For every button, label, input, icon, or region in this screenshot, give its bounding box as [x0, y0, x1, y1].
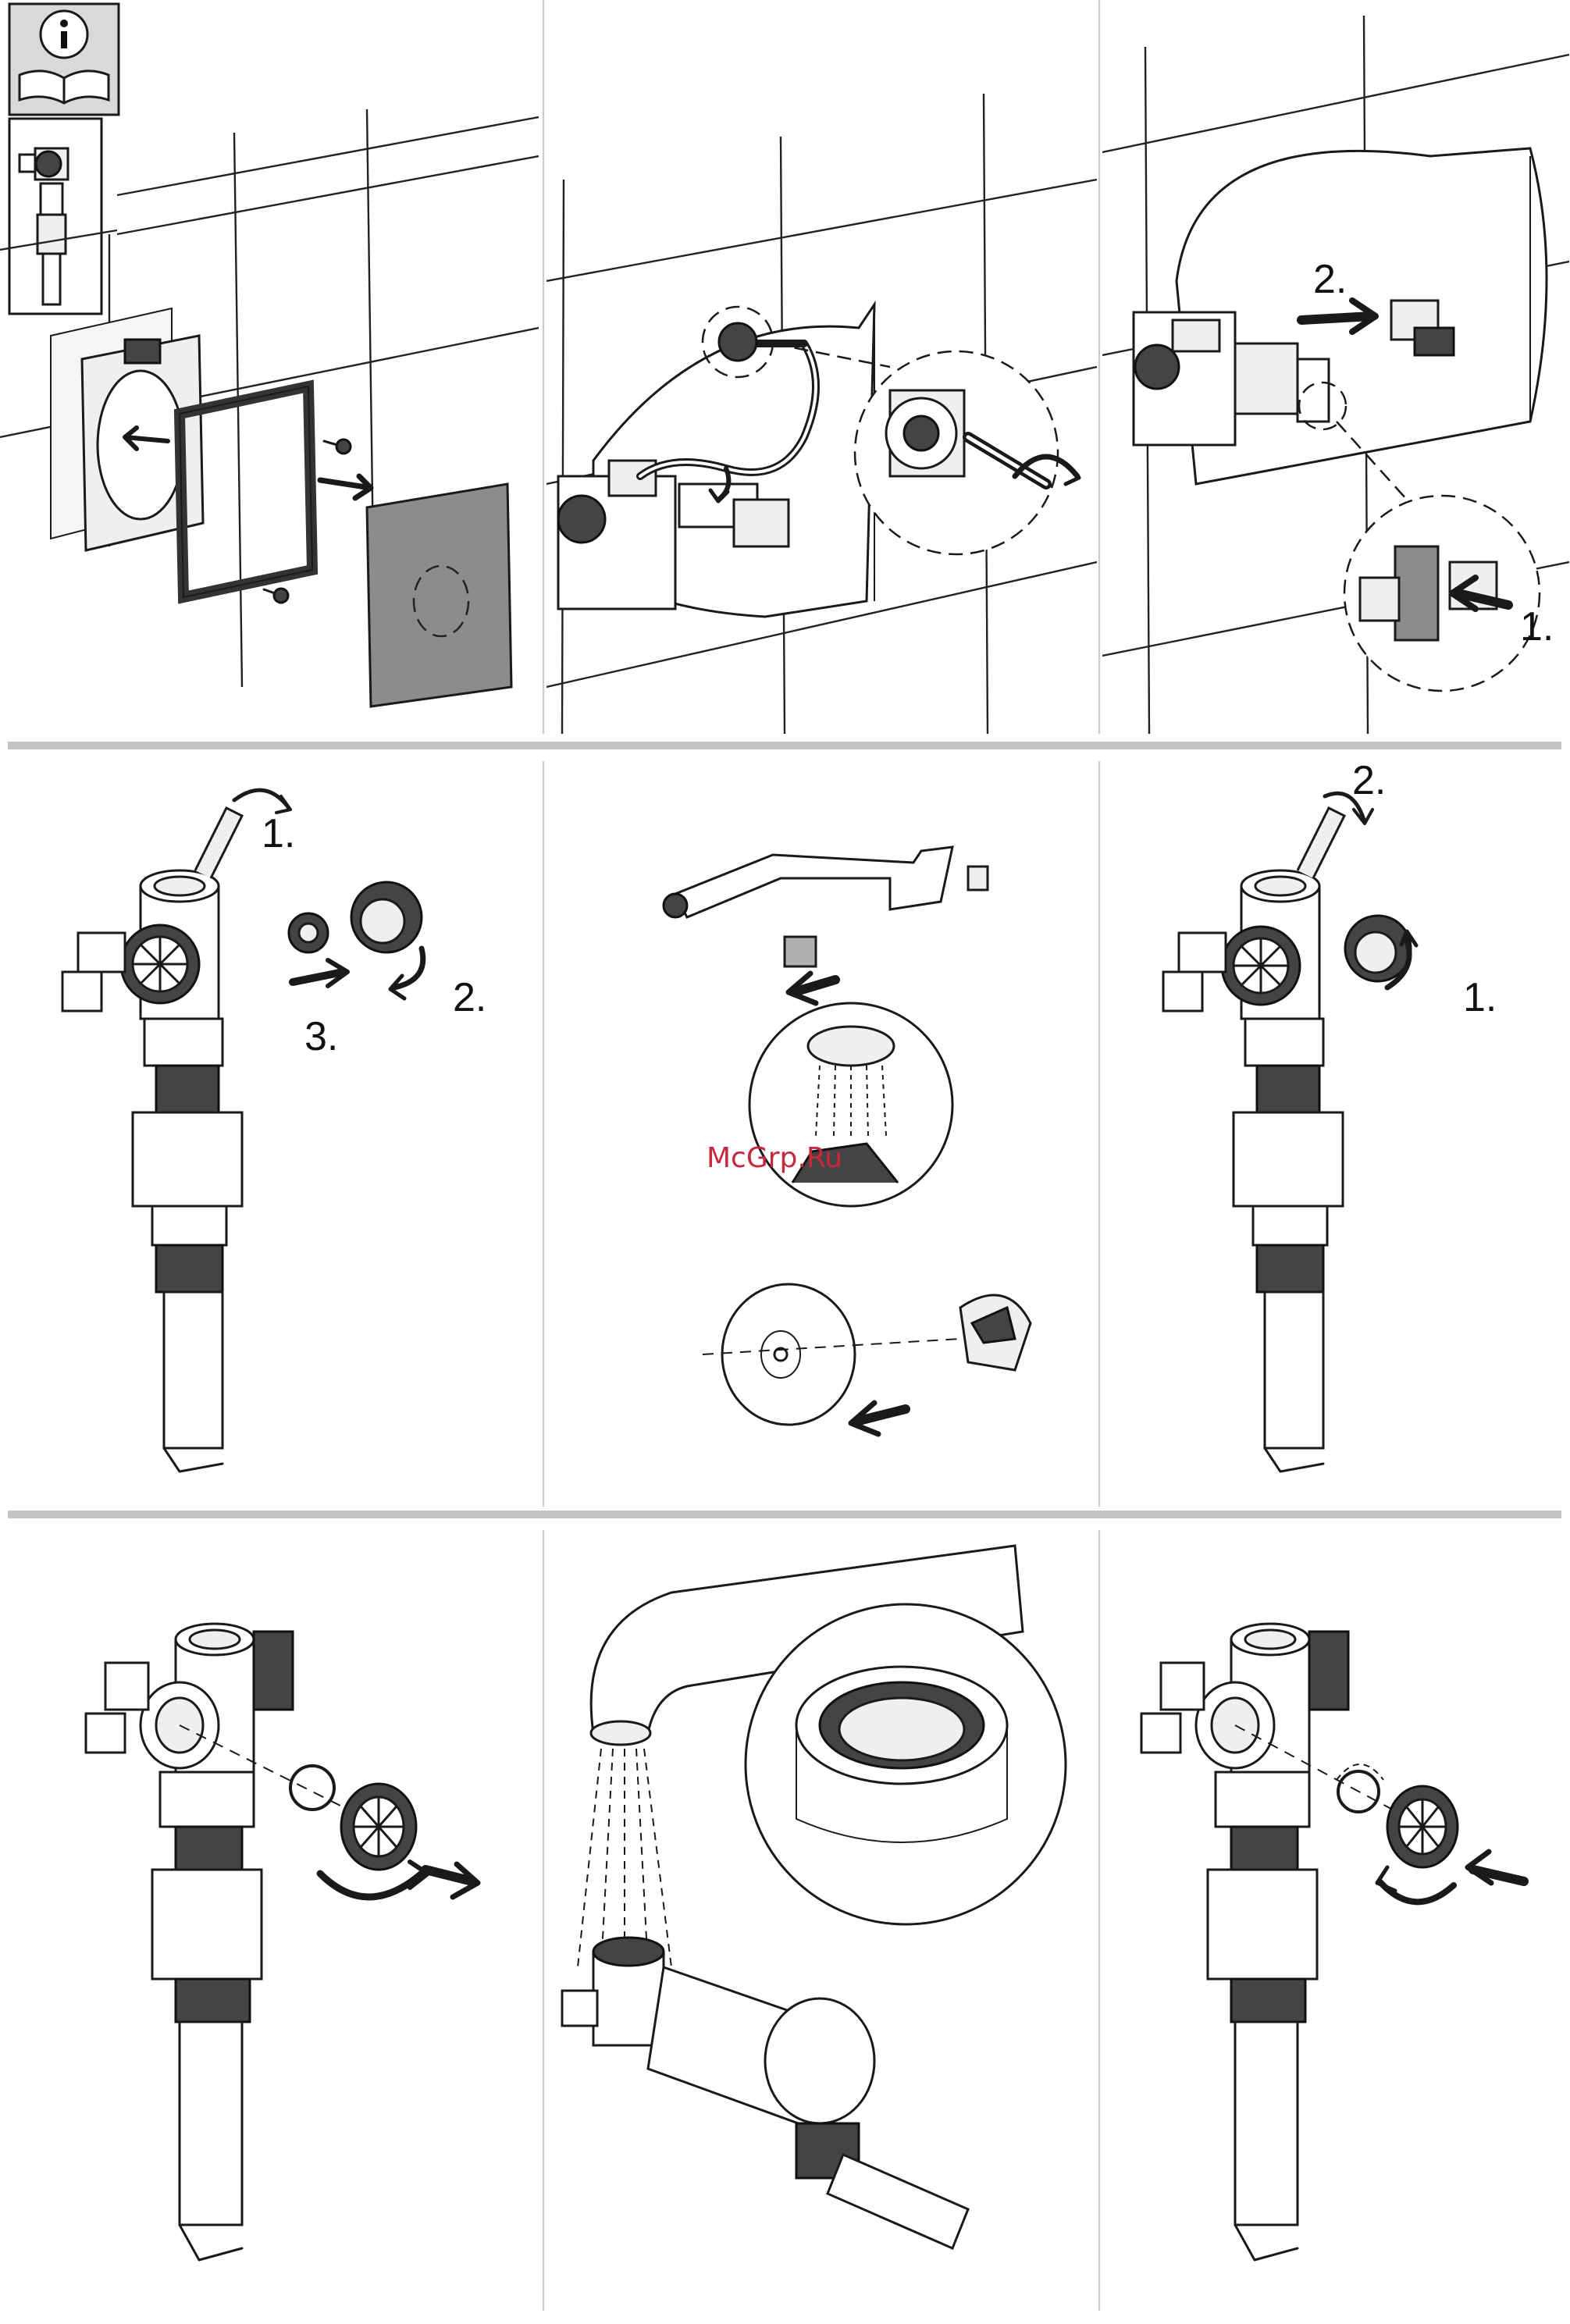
separator-r1-a: [543, 0, 544, 734]
step-label-3: 3.: [304, 1014, 338, 1059]
zoom-callout: [746, 1604, 1066, 1924]
arrow-left-icon: [789, 973, 835, 1003]
arrow-right-icon: [320, 476, 371, 498]
panel-slide-valve: 2. 1.: [1102, 0, 1569, 734]
rotate-arrow-icon: [1377, 1867, 1454, 1902]
watermark: McGrp.Ru: [707, 1142, 842, 1174]
separator-r1-b: [1098, 0, 1100, 734]
rotate-arrow-icon: [234, 790, 290, 813]
step-label-2: 2.: [453, 975, 486, 1020]
panel-disconnect-hose: [546, 0, 1097, 734]
panel-reinstall-filter: [1102, 1530, 1569, 2311]
valve-body: [562, 1938, 968, 2248]
filter-cap: [1387, 1786, 1458, 1867]
rotate-arrow-icon: [390, 948, 423, 998]
panel-reassemble-cap: 2. 1.: [1102, 761, 1569, 1507]
panel-remove-cap: 1. 2. 3.: [0, 761, 539, 1507]
info-manual-icon: [9, 4, 119, 115]
separator-r2-b: [1098, 761, 1100, 1507]
step-label-2: 2.: [1352, 761, 1386, 803]
panel-clean-nozzle: McGrp.Ru: [546, 761, 1097, 1507]
zoom-callout: [749, 1003, 952, 1206]
float-arm: [664, 847, 988, 917]
separator-row-1: [8, 742, 1561, 749]
arrow-right-icon: [425, 1864, 478, 1897]
separator-r2-a: [543, 761, 544, 1507]
step-label-1: 1.: [1463, 975, 1497, 1020]
zoom-callout: [1344, 496, 1540, 691]
separator-r3-b: [1098, 1530, 1100, 2311]
fill-valve: [1141, 1624, 1348, 2260]
arrow-left-icon: [851, 1403, 906, 1434]
fill-valve: [86, 1624, 293, 2260]
arrow-right-icon: [293, 960, 347, 986]
separator-row-2: [8, 1511, 1561, 1518]
cover-plate: [367, 484, 511, 706]
fill-valve: [1163, 870, 1343, 1472]
step-label-1: 1.: [1520, 604, 1554, 650]
step-label-2: 2.: [1313, 257, 1347, 302]
fill-valve: [62, 870, 242, 1472]
water-stream: [578, 1749, 671, 1967]
arrow-left-icon: [1468, 1852, 1524, 1883]
separator-r3-a: [543, 1530, 544, 2311]
step-label-1: 1.: [262, 811, 295, 856]
filter-cap: [341, 1784, 416, 1870]
fill-valve-thumbnail-icon: [9, 119, 101, 314]
panel-rinse-filter: [546, 1530, 1097, 2311]
panel-remove-cover: [0, 0, 539, 734]
panel-remove-filter: [0, 1530, 539, 2311]
